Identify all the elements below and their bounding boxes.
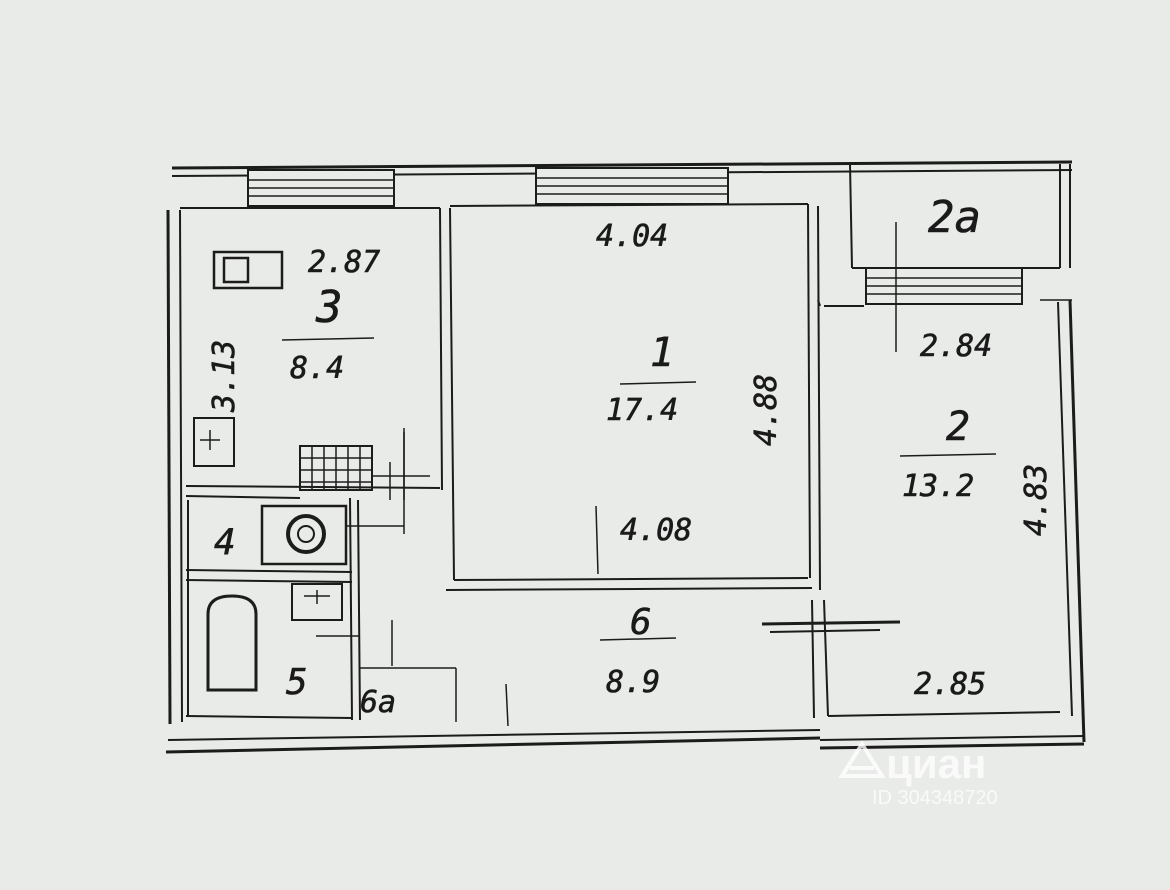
room-6-area: 8.9	[606, 665, 660, 700]
room-2-width-bottom-dim: 2.85	[914, 667, 986, 702]
room-2a-number: 2a	[928, 192, 981, 243]
room-1-area: 17.4	[606, 393, 678, 428]
toilet-icon	[291, 583, 393, 666]
room-1-length-dim: 4.88	[749, 374, 784, 446]
room-6-number: 6	[630, 602, 652, 643]
stove-icon	[212, 250, 284, 290]
window-room-2	[865, 267, 1023, 305]
cian-logo-icon	[838, 740, 886, 778]
room-2-width-top-dim: 2.84	[920, 329, 992, 364]
room-3-number: 3	[315, 282, 343, 333]
room-1-number: 1	[650, 330, 674, 376]
washing-machine-icon	[260, 432, 405, 566]
room-1-width-top-dim: 4.04	[596, 219, 668, 254]
watermark-id: ID 304348720	[872, 787, 998, 809]
watermark: циан ID 304348720	[838, 740, 998, 809]
watermark-brand: циан	[886, 740, 986, 787]
room-2-length-dim: 4.83	[1019, 464, 1054, 536]
room-3-area: 8.4	[290, 351, 344, 386]
room-3-width-dim: 2.87	[308, 245, 380, 280]
room-2-area: 13.2	[902, 469, 974, 504]
room-1-width-bottom-dim: 4.08	[620, 513, 692, 548]
room-5-number: 5	[286, 662, 308, 703]
sink-icon	[193, 417, 235, 467]
interior-walls	[185, 203, 1061, 727]
room-2-number: 2	[946, 404, 970, 450]
room-3-length-dim: 3.13	[207, 340, 242, 413]
bathtub-icon	[206, 594, 258, 692]
window-kitchen	[247, 169, 395, 207]
room-labels: 2.87 3 8.4 3.13 4.04 1 17.4 4.88 4.08 2a…	[207, 192, 1055, 721]
room-4-number: 4	[214, 522, 236, 563]
window-room-1	[535, 167, 729, 205]
room-6a-number: 6a	[360, 685, 396, 720]
